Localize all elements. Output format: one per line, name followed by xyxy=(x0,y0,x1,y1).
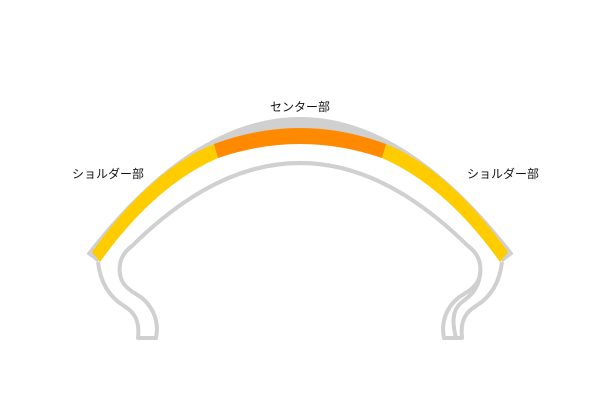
label-shoulder-left: ショルダー部 xyxy=(72,166,144,181)
right-sidewall-bead xyxy=(441,261,504,340)
left-sidewall-bead xyxy=(96,261,159,340)
shoulder-tread-right xyxy=(382,144,508,262)
label-center: センター部 xyxy=(270,99,330,114)
shoulder-tread-left xyxy=(92,144,218,262)
label-shoulder-right: ショルダー部 xyxy=(467,166,539,181)
center-tread xyxy=(214,128,386,158)
tire-inner-liner xyxy=(117,161,483,339)
